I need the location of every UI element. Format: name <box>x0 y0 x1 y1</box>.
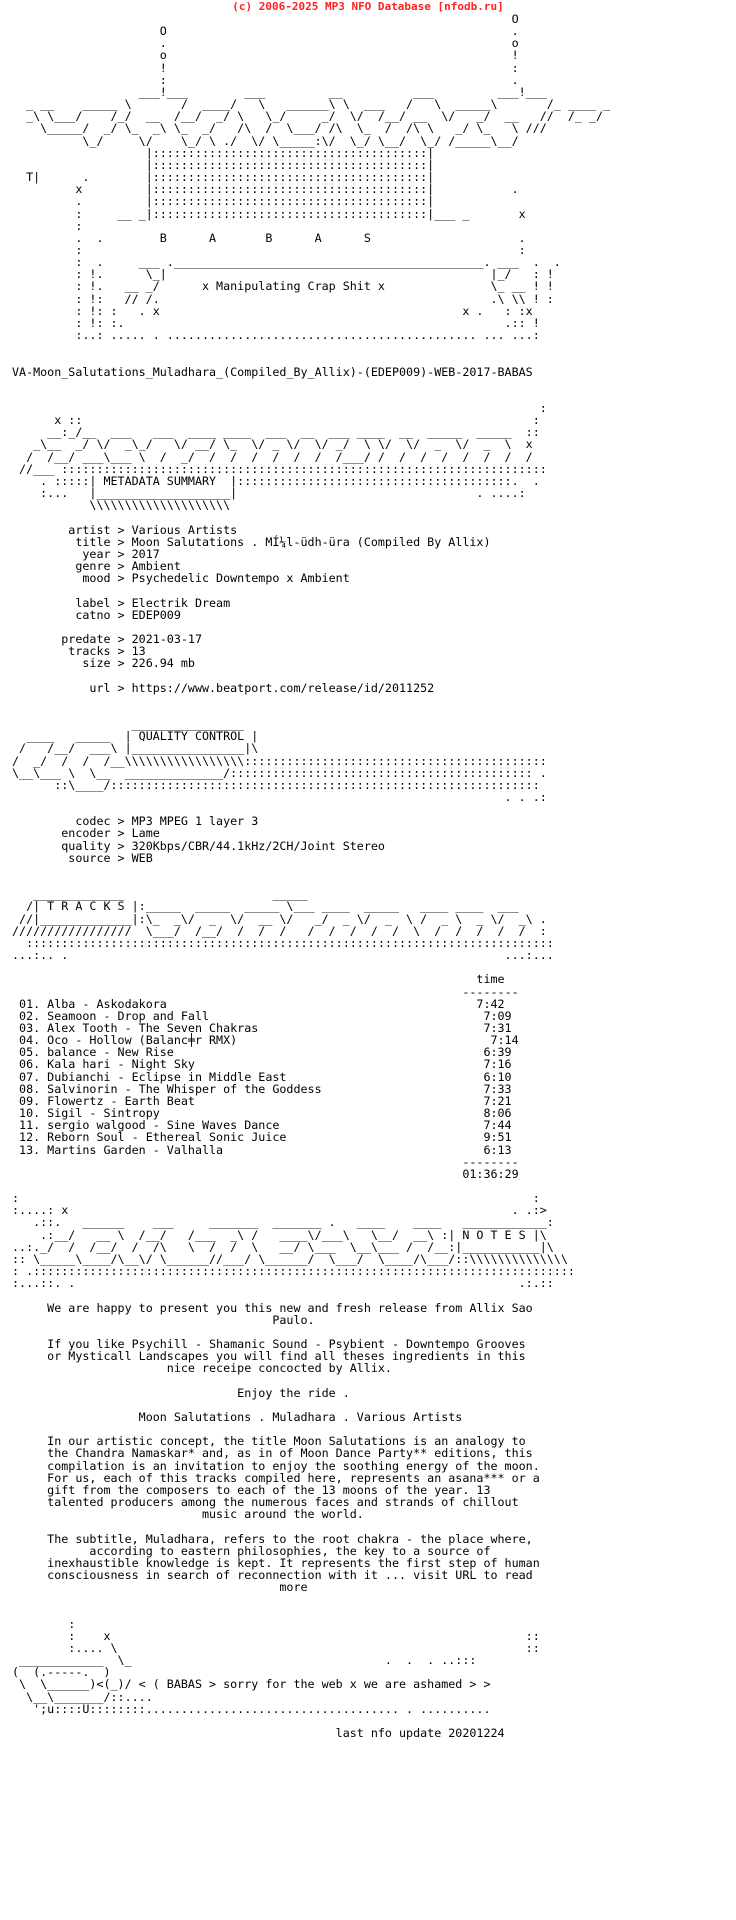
notes-paragraph: Moon Salutations . Muladhara . Various A… <box>12 1409 463 1424</box>
track-row: 07. Dubianchi - Eclipse in Middle East 6… <box>12 1069 512 1084</box>
tracks-banner: _____________ _____ /| T R A C K S |:___… <box>12 887 554 963</box>
quality-row: source > WEB <box>12 850 153 865</box>
nfo-document: O O . . o o <box>12 13 610 1739</box>
metadata-row: size > 226.94 mb <box>12 656 195 671</box>
total-time: 01:36:29 <box>462 1166 519 1181</box>
quality-row: codec > MP3 MPEG 1 layer 3 <box>12 814 259 829</box>
logo-ascii-art: O O . . o o <box>26 12 611 343</box>
last-update: last nfo update 20201224 <box>12 1726 505 1741</box>
track-row: 10. Sigil - Sintropy 8:06 <box>12 1106 512 1121</box>
metadata-row: year > 2017 <box>12 546 160 561</box>
quality-row: encoder > Lame <box>12 826 160 841</box>
track-row: 02. Seamoon - Drop and Fall 7:09 <box>12 1008 512 1023</box>
track-row: 04. Oco - Hollow (Balanc╪r RMX) 7:14 <box>12 1033 519 1048</box>
notes-paragraph: If you like Psychill - Shamanic Sound - … <box>47 1337 526 1376</box>
quality-row: quality > 320Kbps/CBR/44.1kHz/2CH/Joint … <box>12 838 385 853</box>
track-rule: -------- <box>462 1154 519 1169</box>
track-rule: -------- <box>462 984 519 999</box>
metadata-row: genre > Ambient <box>12 559 181 574</box>
nfo-database-credit: (c) 2006-2025 MP3 NFO Database [nfodb.ru… <box>232 0 504 13</box>
metadata-row: artist > Various Artists <box>12 522 238 537</box>
track-row: 05. balance - New Rise 6:39 <box>12 1045 512 1060</box>
notes-paragraph: The subtitle, Muladhara, refers to the r… <box>47 1531 540 1595</box>
footer-ascii-art: : : x :: :.... \ :: ____________ \_ <box>12 1616 540 1716</box>
notes-banner: : : :....: x . .:> .::. ______ ___ _____… <box>12 1191 575 1291</box>
track-row: 08. Salvinorin - The Whisper of the Godd… <box>12 1081 512 1096</box>
metadata-row: predate > 2021-03-17 <box>12 631 202 646</box>
track-row: 06. Kala hari - Night Sky 7:16 <box>12 1057 512 1072</box>
quality-control-banner: ________________ ____ _____ | QUALITY CO… <box>12 717 547 804</box>
notes-paragraph: In our artistic concept, the title Moon … <box>47 1434 540 1522</box>
track-row: 01. Alba - Askodakora 7:42 <box>12 996 505 1011</box>
time-column-label: time <box>476 972 505 987</box>
notes-paragraph: Enjoy the ride . <box>12 1385 350 1400</box>
track-row: 12. Reborn Soul - Ethereal Sonic Juice 9… <box>12 1130 512 1145</box>
track-row: 13. Martins Garden - Valhalla 6:13 <box>12 1142 512 1157</box>
metadata-banner: : x :: : __:_/__ ___ ___ ____ ____ ___ _… <box>19 401 547 513</box>
metadata-url[interactable]: url > https://www.beatport.com/release/i… <box>12 680 435 695</box>
metadata-row: catno > EDEP009 <box>12 607 181 622</box>
release-name: VA-Moon_Salutations_Muladhara_(Compiled_… <box>12 364 533 379</box>
track-row: 09. Flowertz - Earth Beat 7:21 <box>12 1093 512 1108</box>
notes-paragraph: We are happy to present you this new and… <box>47 1300 533 1327</box>
metadata-row: title > Moon Salutations . MÍ¼l-üdh-üra … <box>12 534 491 549</box>
track-row: 03. Alex Tooth - The Seven Chakras 7:31 <box>12 1020 512 1035</box>
metadata-row: label > Electrik Dream <box>12 595 231 610</box>
track-row: 11. sergio walgood - Sine Waves Dance 7:… <box>12 1118 512 1133</box>
metadata-row: tracks > 13 <box>12 644 146 659</box>
metadata-row: mood > Psychedelic Downtempo x Ambient <box>12 571 350 586</box>
